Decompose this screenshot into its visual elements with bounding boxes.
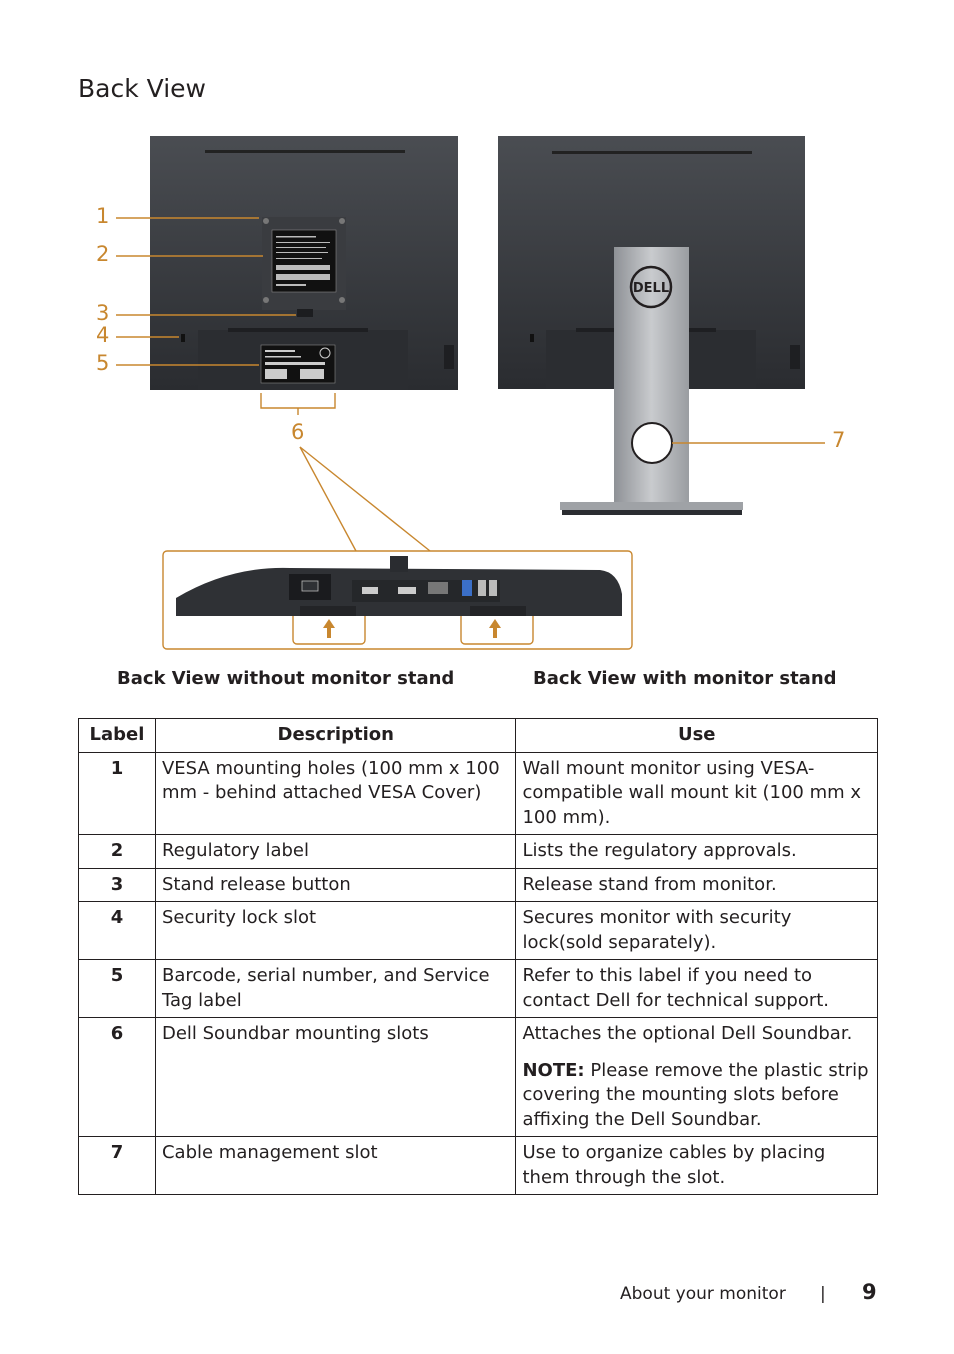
row-description: Security lock slot [154, 901, 517, 960]
row-label: 4 [78, 901, 156, 960]
note-label: NOTE: [522, 1059, 585, 1081]
row-use: Refer to this label if you need to conta… [515, 959, 878, 1018]
callout-1: 1 [96, 204, 110, 228]
back-view-table: Label Description Use 1 VESA mounting ho… [78, 718, 878, 1195]
callout-3: 3 [96, 301, 110, 325]
note: NOTE: Please remove the plastic strip co… [522, 1059, 871, 1133]
row-label: 3 [78, 867, 156, 902]
back-view-illustration: DELL [116, 136, 825, 650]
row-use-cell: Attaches the optional Dell Soundbar. NOT… [515, 1017, 878, 1137]
row-use: Secures monitor with security lock(sold … [515, 901, 878, 960]
table-row: 2 Regulatory label Lists the regulatory … [78, 834, 878, 869]
row-description: Regulatory label [154, 834, 517, 869]
caption-with-stand: Back View with monitor stand [533, 668, 837, 689]
page-number: 9 [862, 1280, 877, 1304]
row-use: Wall mount monitor using VESA-compatible… [515, 751, 878, 835]
table-row: 1 VESA mounting holes (100 mm x 100 mm -… [78, 751, 878, 835]
row-use: Use to organize cables by placing them t… [515, 1136, 878, 1195]
caption-without-stand: Back View without monitor stand [117, 668, 455, 689]
callout-4: 4 [96, 323, 110, 347]
monitor-bottom-view [176, 556, 622, 638]
page-title: Back View [78, 74, 206, 103]
table-header-row: Label Description Use [78, 718, 878, 753]
row-label: 6 [78, 1017, 156, 1137]
table-row: 3 Stand release button Release stand fro… [78, 867, 878, 902]
row-use: Lists the regulatory approvals. [515, 834, 878, 869]
header-description: Description [154, 718, 517, 753]
row-label: 5 [78, 959, 156, 1018]
callout-leaders [116, 217, 825, 650]
note-text: Please remove the plastic strip covering… [522, 1059, 869, 1130]
row-description: VESA mounting holes (100 mm x 100 mm - b… [154, 751, 517, 835]
row-label: 2 [78, 834, 156, 869]
footer-section: About your monitor [620, 1284, 786, 1304]
callout-2: 2 [96, 242, 110, 266]
header-label: Label [78, 718, 156, 753]
row-use: Attaches the optional Dell Soundbar. [522, 1023, 853, 1044]
row-description: Stand release button [154, 867, 517, 902]
row-label: 1 [78, 751, 156, 835]
dell-logo: DELL [633, 281, 669, 296]
table-row: 4 Security lock slot Secures monitor wit… [78, 901, 878, 960]
table-row: 6 Dell Soundbar mounting slots Attaches … [78, 1017, 878, 1137]
row-description: Cable management slot [154, 1136, 517, 1195]
footer-separator: | [820, 1284, 826, 1304]
monitor-back-with-stand: DELL [498, 136, 805, 515]
row-label: 7 [78, 1136, 156, 1195]
monitor-back-without-stand [150, 136, 458, 390]
callout-5: 5 [96, 351, 110, 375]
table-row: 5 Barcode, serial number, and Service Ta… [78, 959, 878, 1018]
row-use: Release stand from monitor. [515, 867, 878, 902]
row-description: Barcode, serial number, and Service Tag … [154, 959, 517, 1018]
row-description: Dell Soundbar mounting slots [154, 1017, 517, 1137]
table-row: 7 Cable management slot Use to organize … [78, 1136, 878, 1195]
header-use: Use [515, 718, 878, 753]
callout-7: 7 [832, 428, 846, 452]
callout-6: 6 [291, 420, 305, 444]
